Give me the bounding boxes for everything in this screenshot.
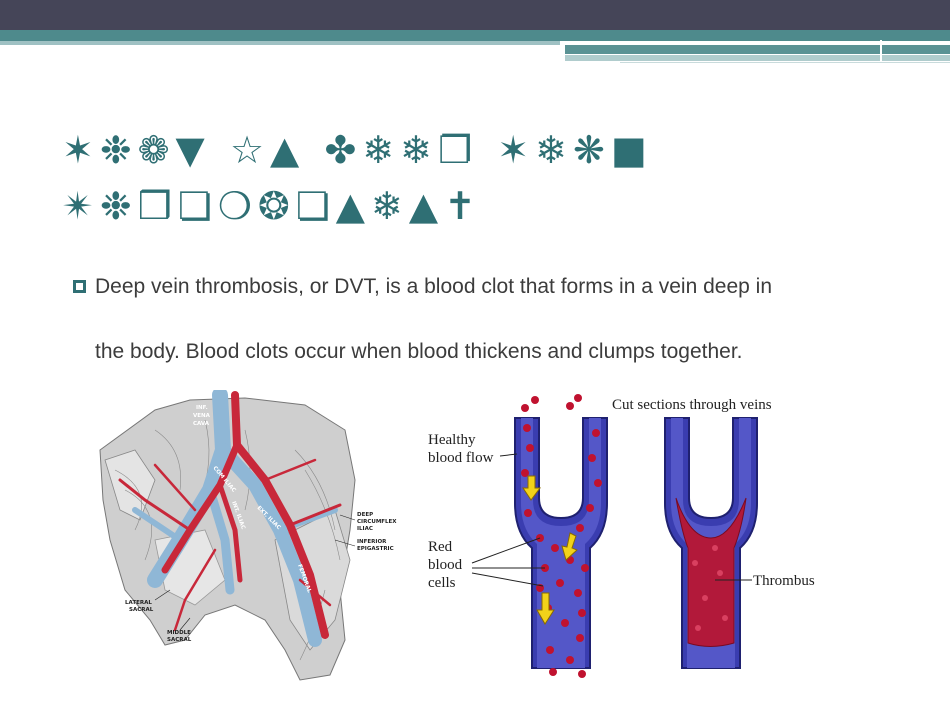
label-sacral-2: SACRAL xyxy=(167,637,192,643)
bullet-text: Deep vein thrombosis, or DVT, is a blood… xyxy=(95,268,915,371)
bullet-square-icon xyxy=(73,280,86,293)
label-thrombus: Thrombus xyxy=(753,573,815,589)
label-inferior: INFERIOR xyxy=(357,539,387,545)
flow-arrow-icons xyxy=(522,475,578,625)
label-cells: cells xyxy=(428,575,456,591)
header-rule xyxy=(620,62,950,63)
header-band xyxy=(0,30,950,41)
header-stripe-right xyxy=(565,45,950,54)
label-deep: DEEP xyxy=(357,512,373,518)
pelvic-veins-illustration: INF. VENA CAVA COM ILIAC INT. ILIAC EXT.… xyxy=(95,390,400,685)
label-vena: VENA xyxy=(193,413,211,419)
label-lateral: LATERAL xyxy=(125,600,152,606)
bullet-text-line-2: the body. Blood clots occur when blood t… xyxy=(95,340,743,363)
label-cava: CAVA xyxy=(193,421,210,427)
label-circumflex: CIRCUMFLEX xyxy=(357,519,397,525)
thrombus-clot xyxy=(675,497,747,647)
label-blood-flow: blood flow xyxy=(428,450,494,466)
slide-title: ✶❉❁▼ ☆▲ ✤❄❄❐ ✶❄❋■ ✴❉❒❏❍❂❏▲❄▲✝ xyxy=(62,122,882,234)
label-red: Red xyxy=(428,539,453,555)
bullet-text-line-1: Deep vein thrombosis, or DVT, is a blood… xyxy=(95,275,773,298)
label-iliac: ILIAC xyxy=(357,526,373,532)
caption-cut-sections: Cut sections through veins xyxy=(612,397,772,413)
header-stripe-right-light xyxy=(565,55,950,61)
header-divider xyxy=(880,40,882,62)
label-blood: blood xyxy=(428,557,463,573)
label-sacral-1: SACRAL xyxy=(129,607,154,613)
label-middle: MIDDLE xyxy=(167,630,191,636)
label-healthy: Healthy xyxy=(428,432,476,448)
vein-cross-section-illustration: Cut sections through veins Healthy blood… xyxy=(420,388,820,678)
header-bar xyxy=(0,0,950,30)
label-inf: INF. xyxy=(196,405,208,411)
slide-title-line-1: ✶❉❁▼ ☆▲ ✤❄❄❐ ✶❄❋■ xyxy=(62,128,653,172)
label-epigastric: EPIGASTRIC xyxy=(357,546,394,552)
header-stripe-light xyxy=(0,41,560,45)
slide-title-line-2: ✴❉❒❏❍❂❏▲❄▲✝ xyxy=(62,184,482,228)
